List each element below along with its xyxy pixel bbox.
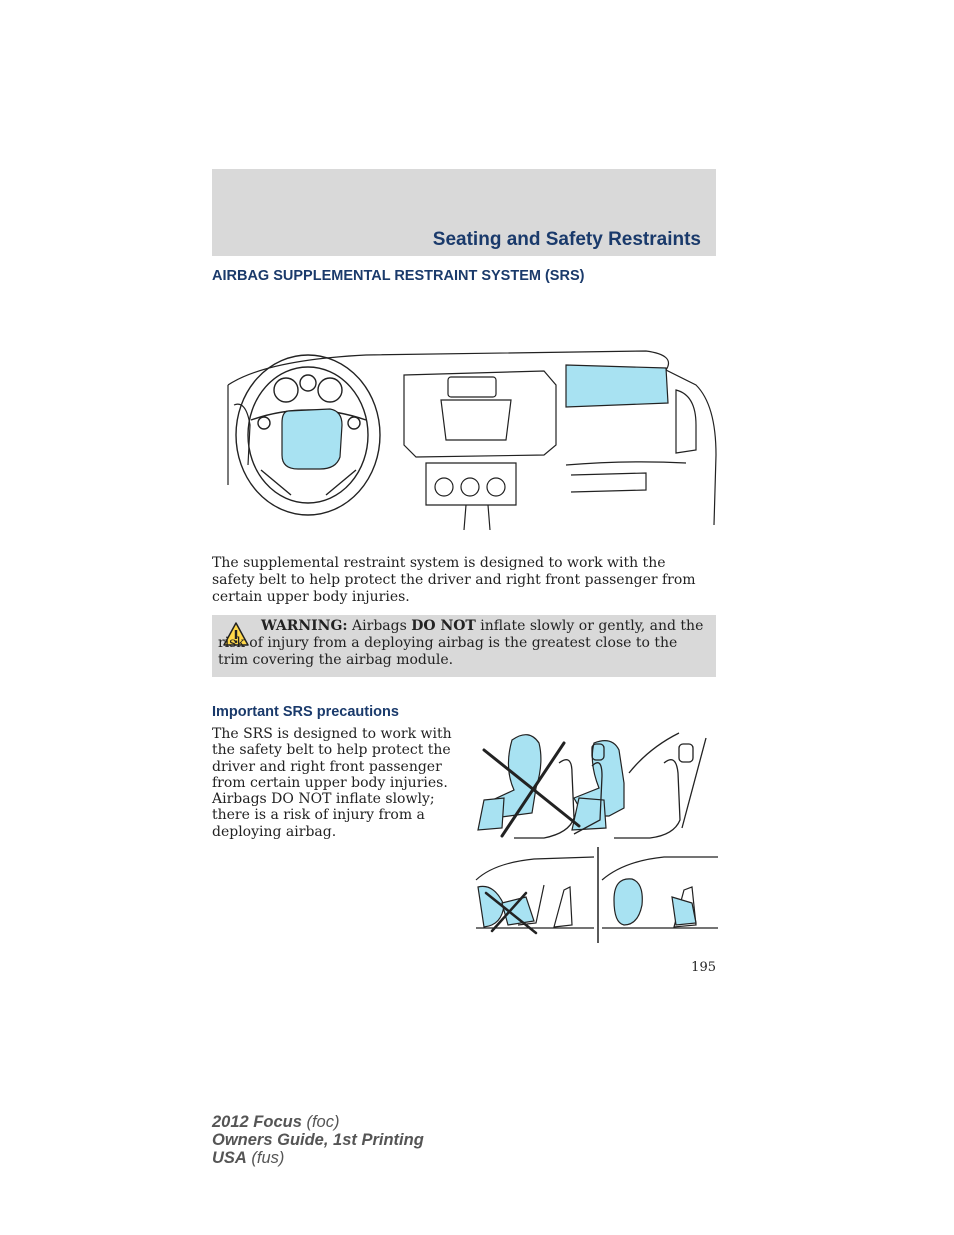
section-heading: AIRBAG SUPPLEMENTAL RESTRAINT SYSTEM (SR… <box>212 268 585 284</box>
footer-market: USA <box>212 1149 247 1167</box>
child-seat-airbag-illustration <box>475 847 718 943</box>
warning-triangle-icon <box>223 622 249 646</box>
footer-line-3: USA (fus) <box>212 1149 424 1167</box>
warning-text-part1: Airbags <box>347 618 412 634</box>
warning-label: WARNING: <box>261 618 348 634</box>
page-number: 195 <box>691 960 716 975</box>
seating-position-illustration <box>477 732 707 839</box>
intro-paragraph: The supplemental restraint system is des… <box>212 555 696 605</box>
driver-airbag-area <box>281 408 343 470</box>
chapter-title: Seating and Safety Restraints <box>432 229 701 250</box>
warning-emphasis: DO NOT <box>411 618 476 634</box>
warning-box: WARNING: Airbags DO NOT inflate slowly o… <box>212 615 716 677</box>
warning-text-part2: inflate slowly or gently, and the risk o… <box>218 618 704 668</box>
footer-line-2: Owners Guide, 1st Printing <box>212 1131 424 1149</box>
footer-line-1: 2012 Focus (foc) <box>212 1113 424 1131</box>
footer-edition-info: 2012 Focus (foc) Owners Guide, 1st Print… <box>212 1113 424 1167</box>
precautions-heading: Important SRS precautions <box>212 704 399 720</box>
footer-model: 2012 Focus <box>212 1113 302 1131</box>
dashboard-airbag-illustration <box>227 350 717 530</box>
passenger-airbag-area <box>565 364 669 408</box>
warning-text: WARNING: Airbags DO NOT inflate slowly o… <box>218 618 708 669</box>
footer-market-code: (fus) <box>246 1149 285 1167</box>
precautions-paragraph: The SRS is designed to work with the saf… <box>212 726 452 840</box>
header-band: Seating and Safety Restraints <box>212 169 716 256</box>
footer-model-code: (foc) <box>301 1113 340 1131</box>
